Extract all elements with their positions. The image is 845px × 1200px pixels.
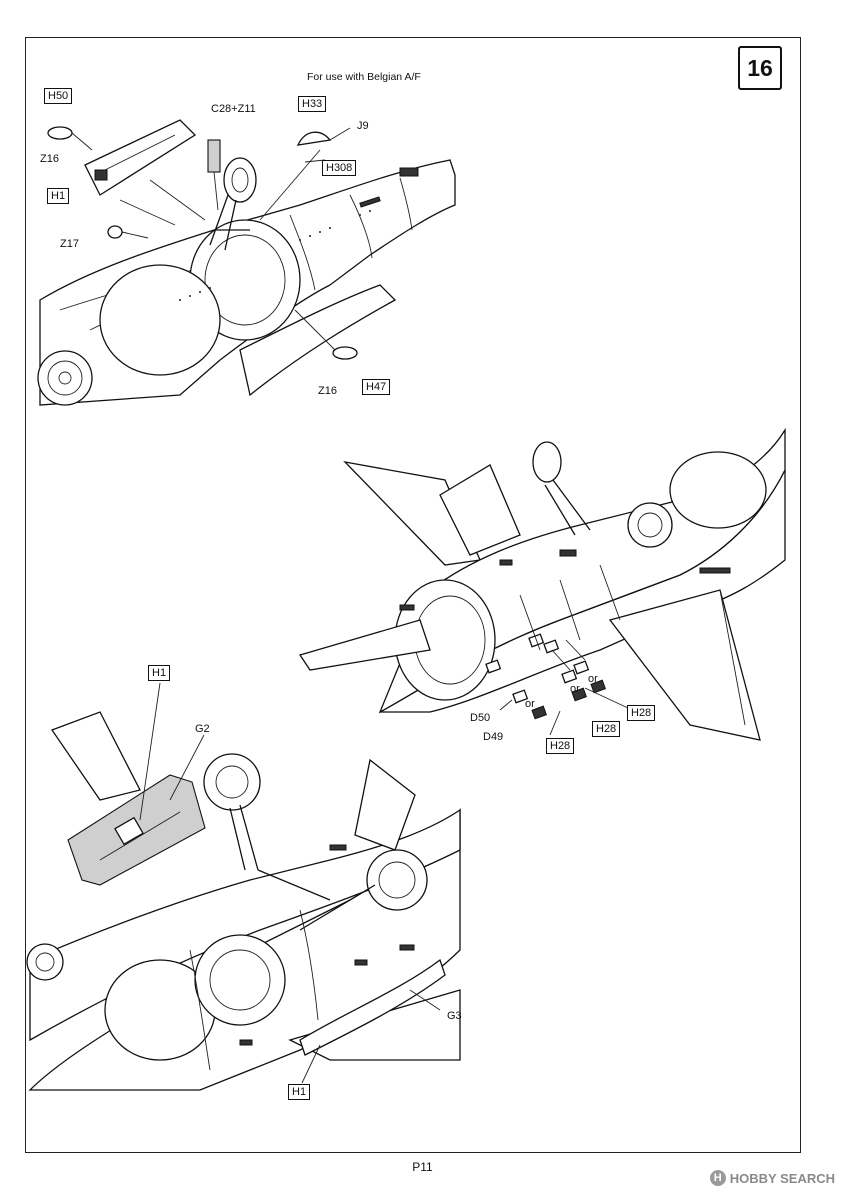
part-z16-label: Z16 <box>40 153 59 165</box>
part-h50-box: H50 <box>44 88 73 104</box>
part-h33-box: H33 <box>298 96 327 112</box>
watermark: H HOBBY SEARCH <box>709 1170 835 1186</box>
or-label-1: or <box>588 673 598 685</box>
part-g2-label: G2 <box>195 723 210 735</box>
part-h28-b-box: H28 <box>592 721 621 737</box>
part-c28-z11-label: C28+Z11 <box>211 103 256 115</box>
part-d49-label: D49 <box>483 731 504 743</box>
part-d50-label: D50 <box>470 712 491 724</box>
top-fuselage-drawing <box>37 119 456 406</box>
step-number-badge: 16 <box>738 46 782 90</box>
part-h1-box: H1 <box>47 188 70 204</box>
part-h28-c-box: H28 <box>546 738 575 754</box>
diagram-frame <box>25 37 801 1153</box>
hobby-search-logo-icon: H <box>709 1170 726 1186</box>
or-label-2: or <box>570 683 580 695</box>
part-h308-box: H308 <box>322 160 357 176</box>
or-label-3: or <box>525 698 535 710</box>
part-z16-b-label: Z16 <box>318 385 337 397</box>
part-h47-box: H47 <box>362 379 391 395</box>
watermark-text: HOBBY SEARCH <box>729 1170 835 1186</box>
part-h28-a-box: H28 <box>627 705 656 721</box>
part-h1-c-box: H1 <box>288 1084 311 1100</box>
part-g3-label: G3 <box>447 1010 462 1022</box>
belgian-af-note: For use with Belgian A/F <box>307 71 421 83</box>
page-number: P11 <box>412 1160 433 1174</box>
part-z17-label: Z17 <box>60 238 79 250</box>
middle-underside-drawing <box>298 427 786 741</box>
part-h1-b-box: H1 <box>148 665 171 681</box>
bottom-underside-drawing <box>26 682 461 1091</box>
part-j9-label: J9 <box>357 120 369 132</box>
